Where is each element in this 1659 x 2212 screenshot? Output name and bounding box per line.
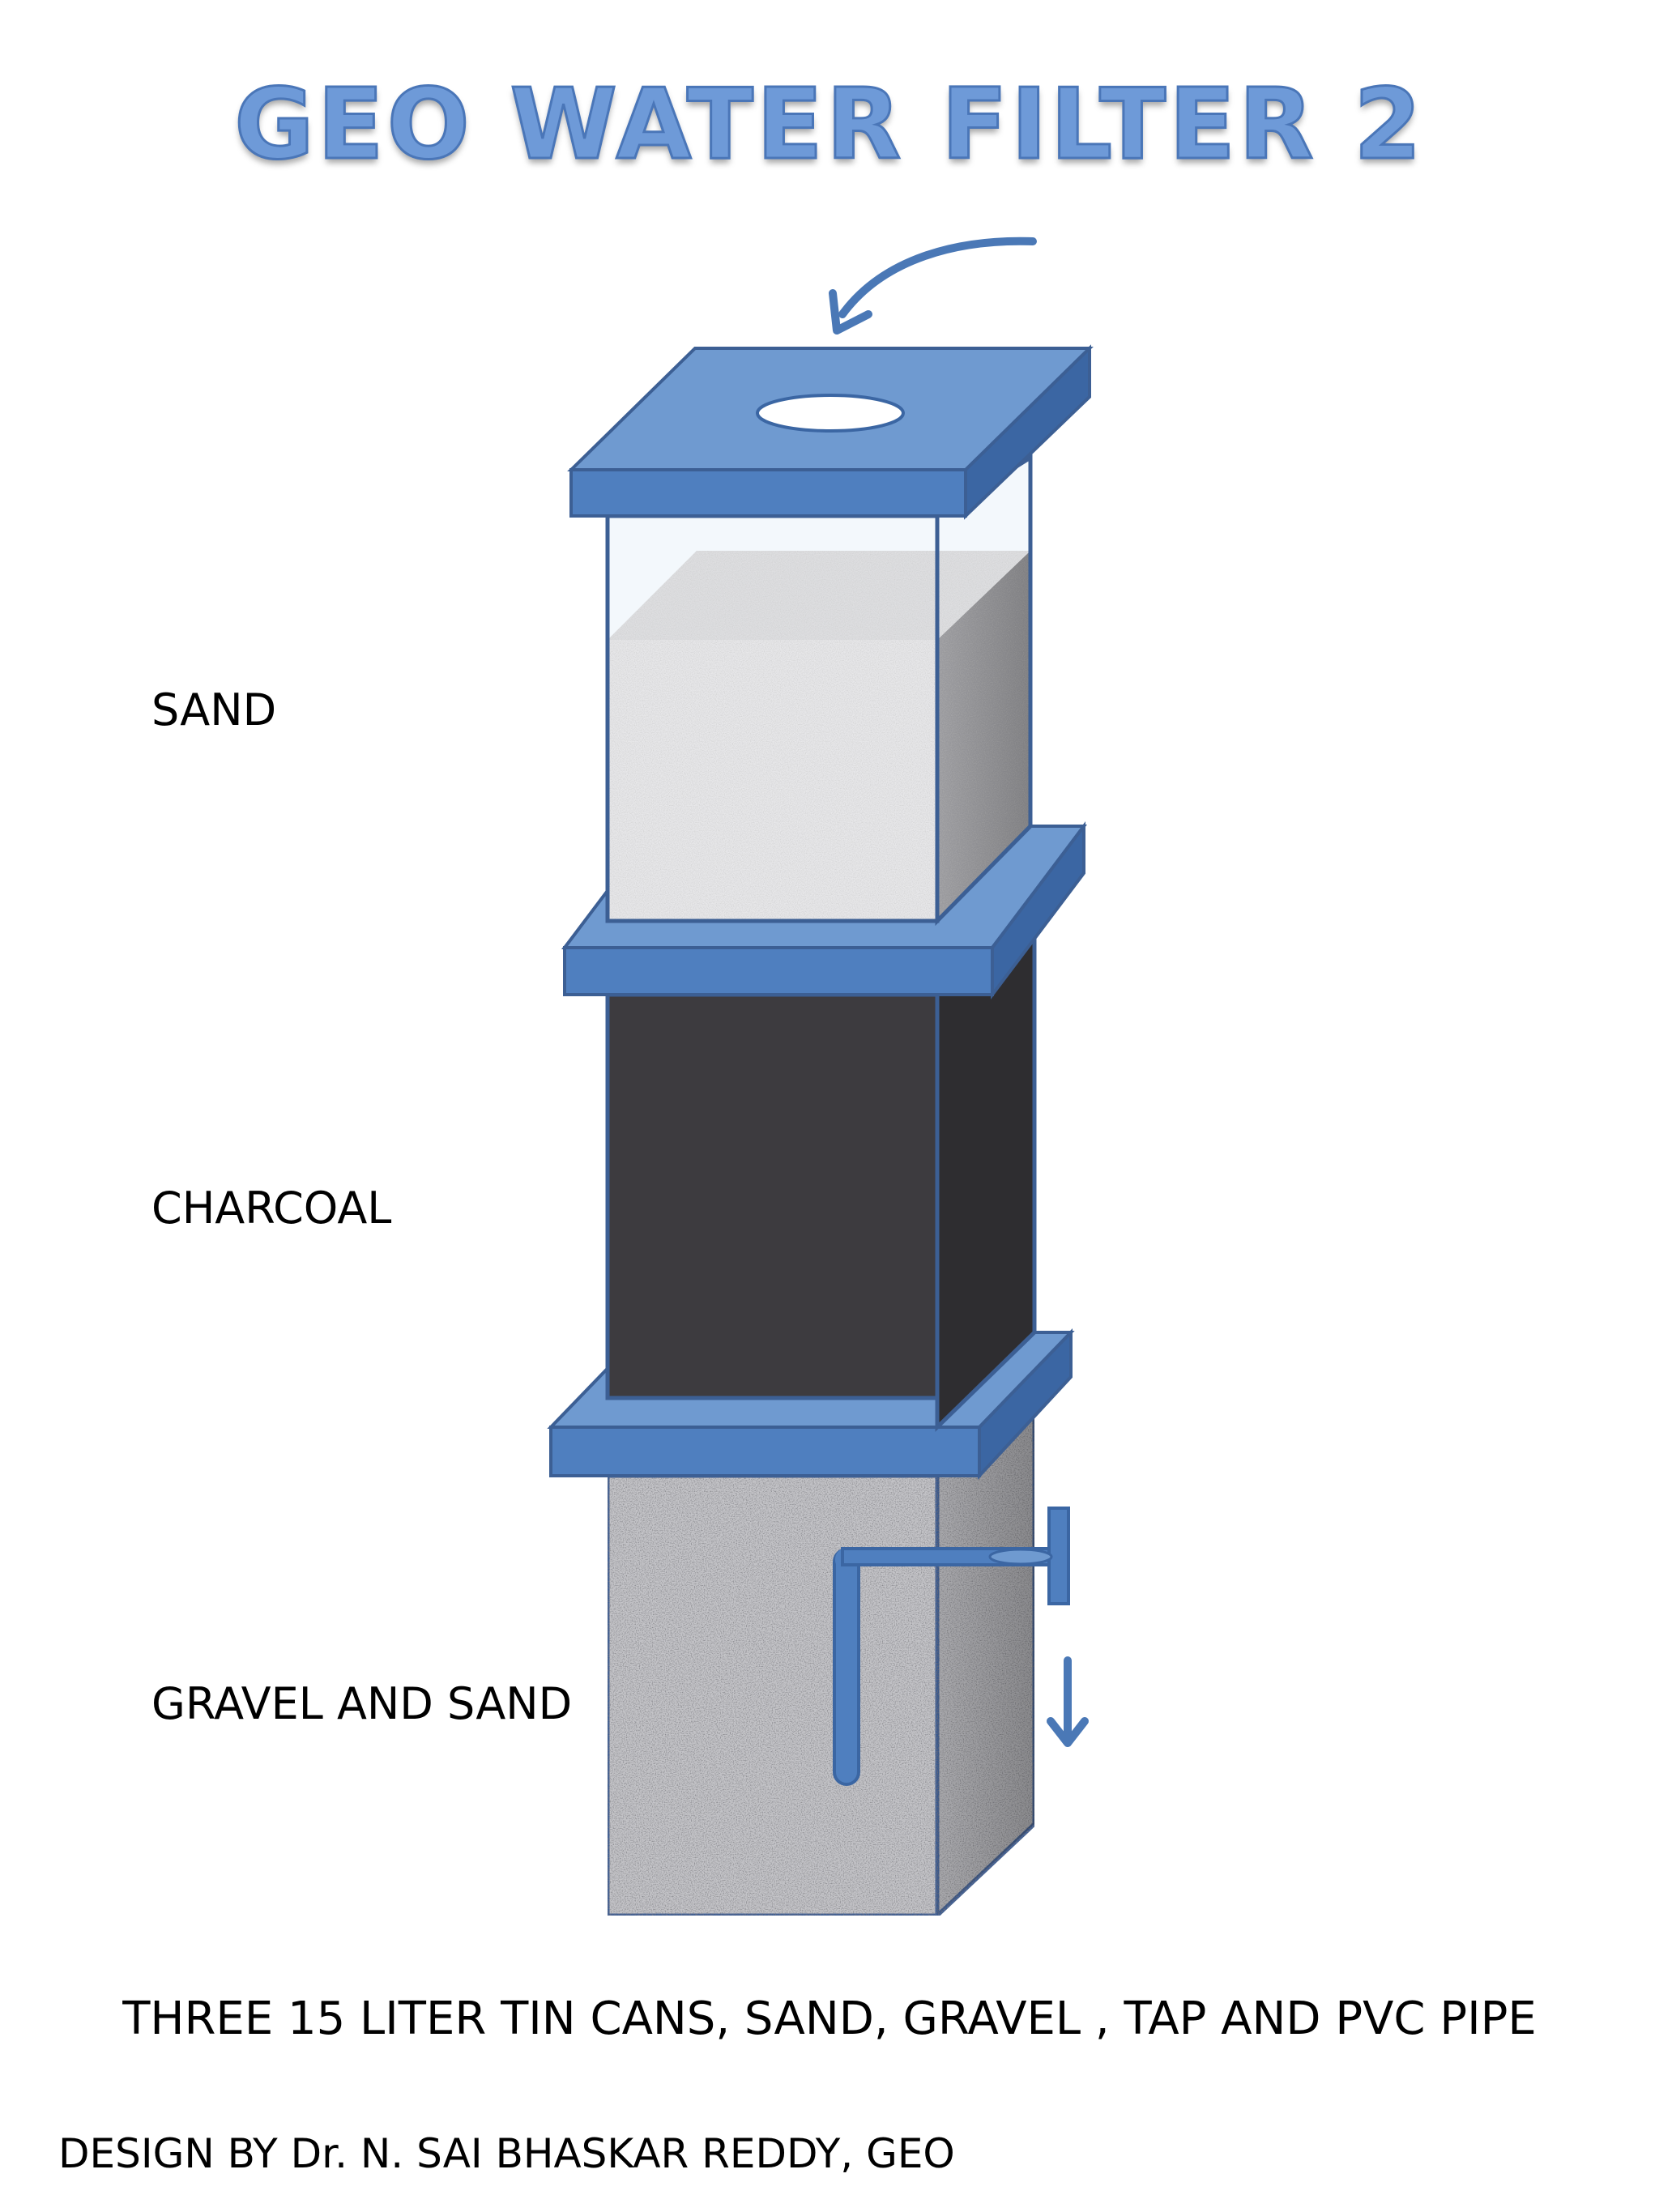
materials-caption: THREE 15 LITER TIN CANS, SAND, GRAVEL , …: [122, 1993, 1537, 2045]
layer-label-sand: SAND: [151, 684, 277, 735]
layer-label-gravel-sand: GRAVEL AND SAND: [151, 1678, 573, 1729]
page-title: GEO WATER FILTER 2: [233, 68, 1425, 183]
design-credit: DESIGN BY Dr. N. SAI BHASKAR REDDY, GEO: [58, 2130, 955, 2177]
inlet-arrowhead: [829, 289, 872, 335]
tap-pipe: [833, 1507, 1070, 1786]
inlet-arrow-icon: [838, 237, 1037, 318]
layer-label-charcoal: CHARCOAL: [151, 1183, 392, 1234]
lid-top: [567, 344, 1094, 520]
sand-can: [605, 454, 1033, 927]
gravel-sand-can: [605, 1390, 1037, 1920]
inlet-hole: [756, 394, 905, 433]
outlet-arrowhead: [1047, 1717, 1089, 1747]
charcoal-can: [605, 897, 1037, 1432]
